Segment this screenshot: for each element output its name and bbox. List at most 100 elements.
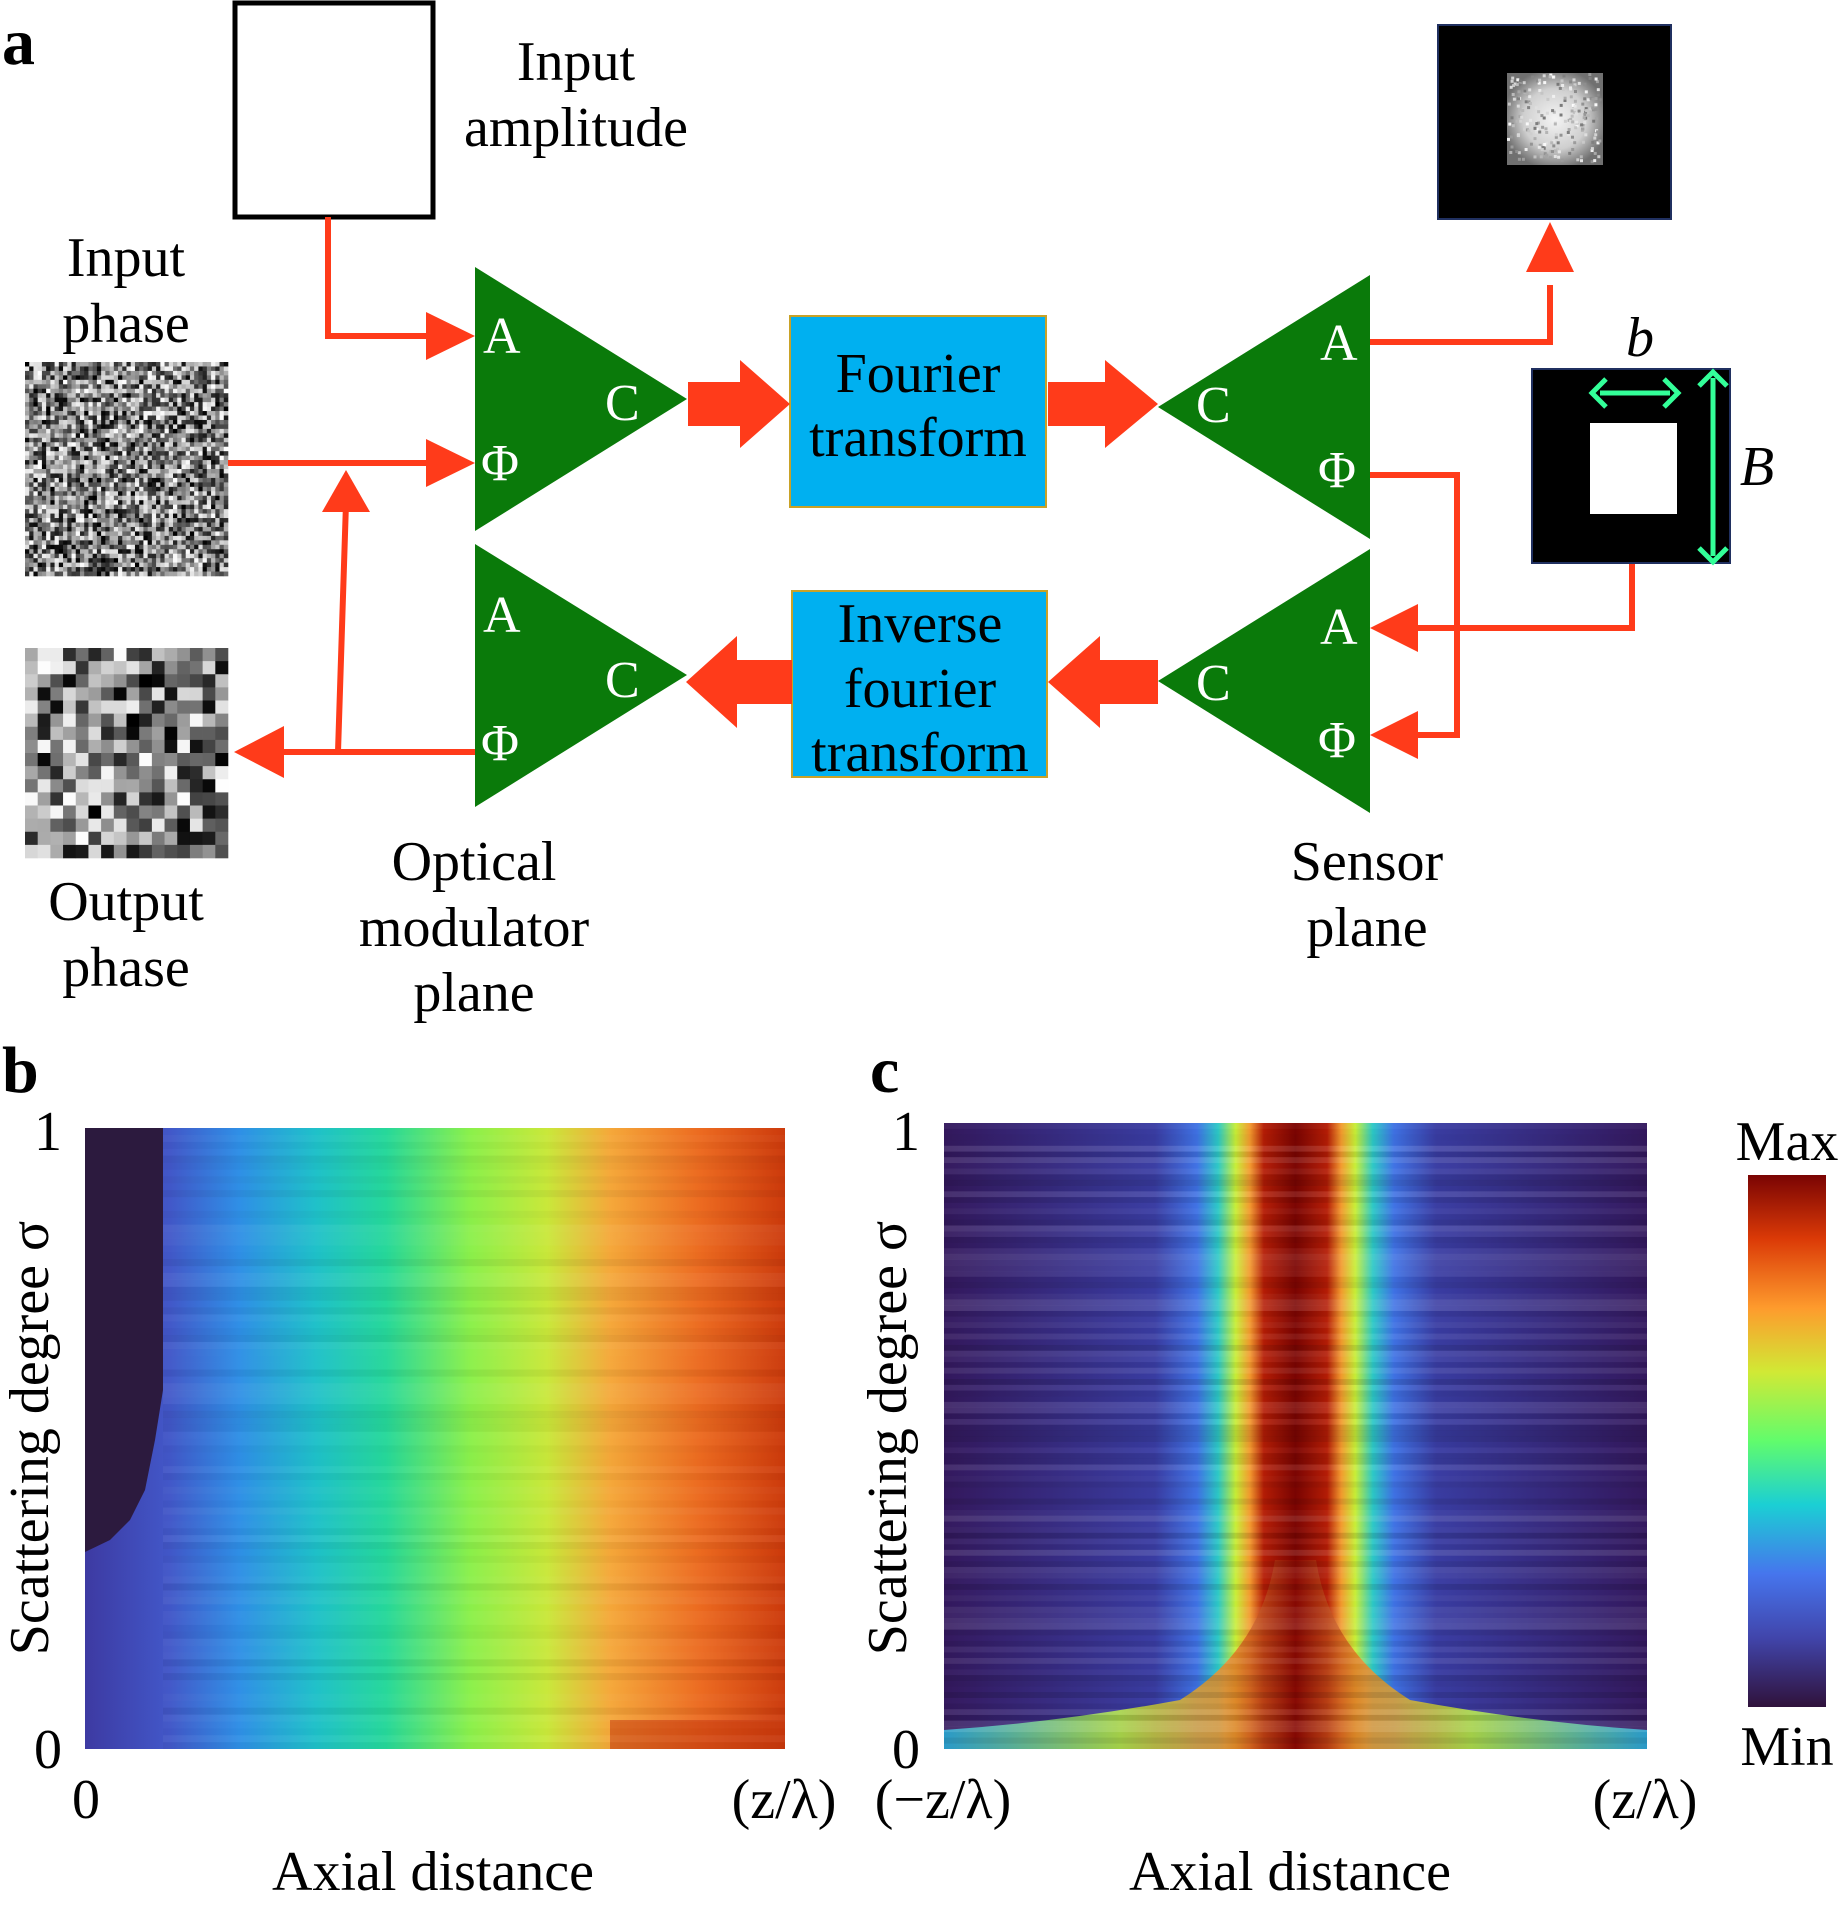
input-phase-pixel [122,460,127,465]
output-phase-pixel [202,844,216,859]
input-phase-pixel [67,553,72,559]
input-phase-pixel [101,549,106,555]
input-phase-pixel [37,549,43,555]
input-phase-pixel [88,531,93,537]
speckle-dot [1572,85,1576,89]
input-phase-pixel [139,535,144,541]
input-phase-pixel [130,428,136,434]
input-phase-pixel [185,388,191,394]
output-phase-pixel [151,700,165,714]
input-phase-pixel [211,500,216,505]
output-phase-pixel [126,805,140,819]
panel-c-ytick-0: 0 [892,1719,920,1781]
input-phase-pixel [215,531,220,537]
input-phase-pixel [202,411,208,416]
input-phase-pixel [185,495,191,501]
input-phase-pixel [202,464,208,470]
input-phase-pixel [109,535,115,541]
input-phase-pixel [164,419,170,425]
input-phase-pixel [46,509,51,514]
input-phase-pixel [156,486,161,492]
input-phase-pixel [84,415,89,421]
speckle-dot [1511,124,1515,128]
speckle-dot [1517,97,1520,101]
input-phase-pixel [134,540,140,546]
input-phase-pixel [84,393,89,398]
input-phase-pixel [41,464,47,470]
input-phase-pixel [177,518,182,523]
input-phase-pixel [198,437,203,443]
input-phase-pixel [134,366,140,372]
input-phase-pixel [75,491,81,497]
input-phase-pixel [164,477,170,483]
input-phase-pixel [101,486,106,492]
input-phase-pixel [185,535,191,541]
input-phase-pixel [79,446,85,452]
input-phase-pixel [71,379,77,385]
modulator-top-port-phase: Φ [481,435,519,492]
sensor-bottom-port-complex: C [1196,655,1231,712]
input-phase-pixel [168,362,174,367]
input-phase-pixel [147,366,153,372]
speckle-dot [1589,96,1593,100]
output-phase-pixel [113,753,127,767]
panel-c-row [944,1709,1647,1716]
panel-c-row [944,1561,1647,1568]
speckle-dot [1554,135,1558,139]
input-phase-noise [25,362,229,577]
input-phase-pixel [160,540,165,546]
input-phase-pixel [156,562,161,568]
output-phase-pixel [25,648,38,662]
input-phase-pixel [206,495,212,501]
input-phase-pixel [177,535,182,541]
input-phase-pixel [63,464,68,470]
speckle-dot [1576,158,1580,162]
input-phase-pixel [211,406,216,412]
panel-b-row [163,1369,785,1377]
input-phase-pixel [105,362,110,367]
input-phase-pixel [96,531,102,537]
input-phase-pixel [147,384,153,390]
input-phase-pixel [46,567,51,572]
input-phase-pixel [156,451,161,456]
panel-b-row [163,1701,785,1708]
input-phase-pixel [29,531,34,537]
input-phase-pixel [29,477,34,483]
input-phase-pixel [206,388,212,394]
input-phase-pixel [67,531,72,537]
input-phase-pixel [130,464,136,470]
input-phase-pixel [46,562,51,568]
input-phase-pixel [71,442,77,448]
input-phase-pixel [84,518,89,523]
input-phase-pixel [151,379,157,385]
input-phase-pixel [139,562,144,568]
input-phase-pixel [122,535,127,541]
speckle-dot [1538,89,1542,92]
input-phase-pixel [63,455,68,461]
input-phase-pixel [46,558,51,563]
input-phase-pixel [160,477,165,483]
input-phase-pixel [46,384,51,390]
input-phase-pixel [173,500,178,505]
input-phase-pixel [46,526,51,532]
input-phase-pixel [96,370,102,376]
input-phase-pixel [75,535,81,541]
input-phase-pixel [105,477,110,483]
input-phase-pixel [25,522,30,528]
connector-arrowheads [234,222,1574,778]
input-phase-pixel [143,370,148,376]
input-phase-pixel [177,544,182,550]
input-phase-pixel [84,464,89,470]
speckle-dot [1527,129,1531,133]
input-phase-pixel [134,504,140,510]
input-phase-pixel [29,370,34,376]
input-phase-pixel [33,571,38,577]
input-phase-pixel [75,433,81,439]
input-phase-pixel [113,518,119,523]
output-phase-pixel [88,792,102,806]
input-phase-pixel [67,433,72,439]
input-phase-pixel [79,464,85,470]
mask-aperture [1590,423,1677,514]
input-phase-pixel [37,366,43,372]
panel-b-row [163,1397,785,1405]
